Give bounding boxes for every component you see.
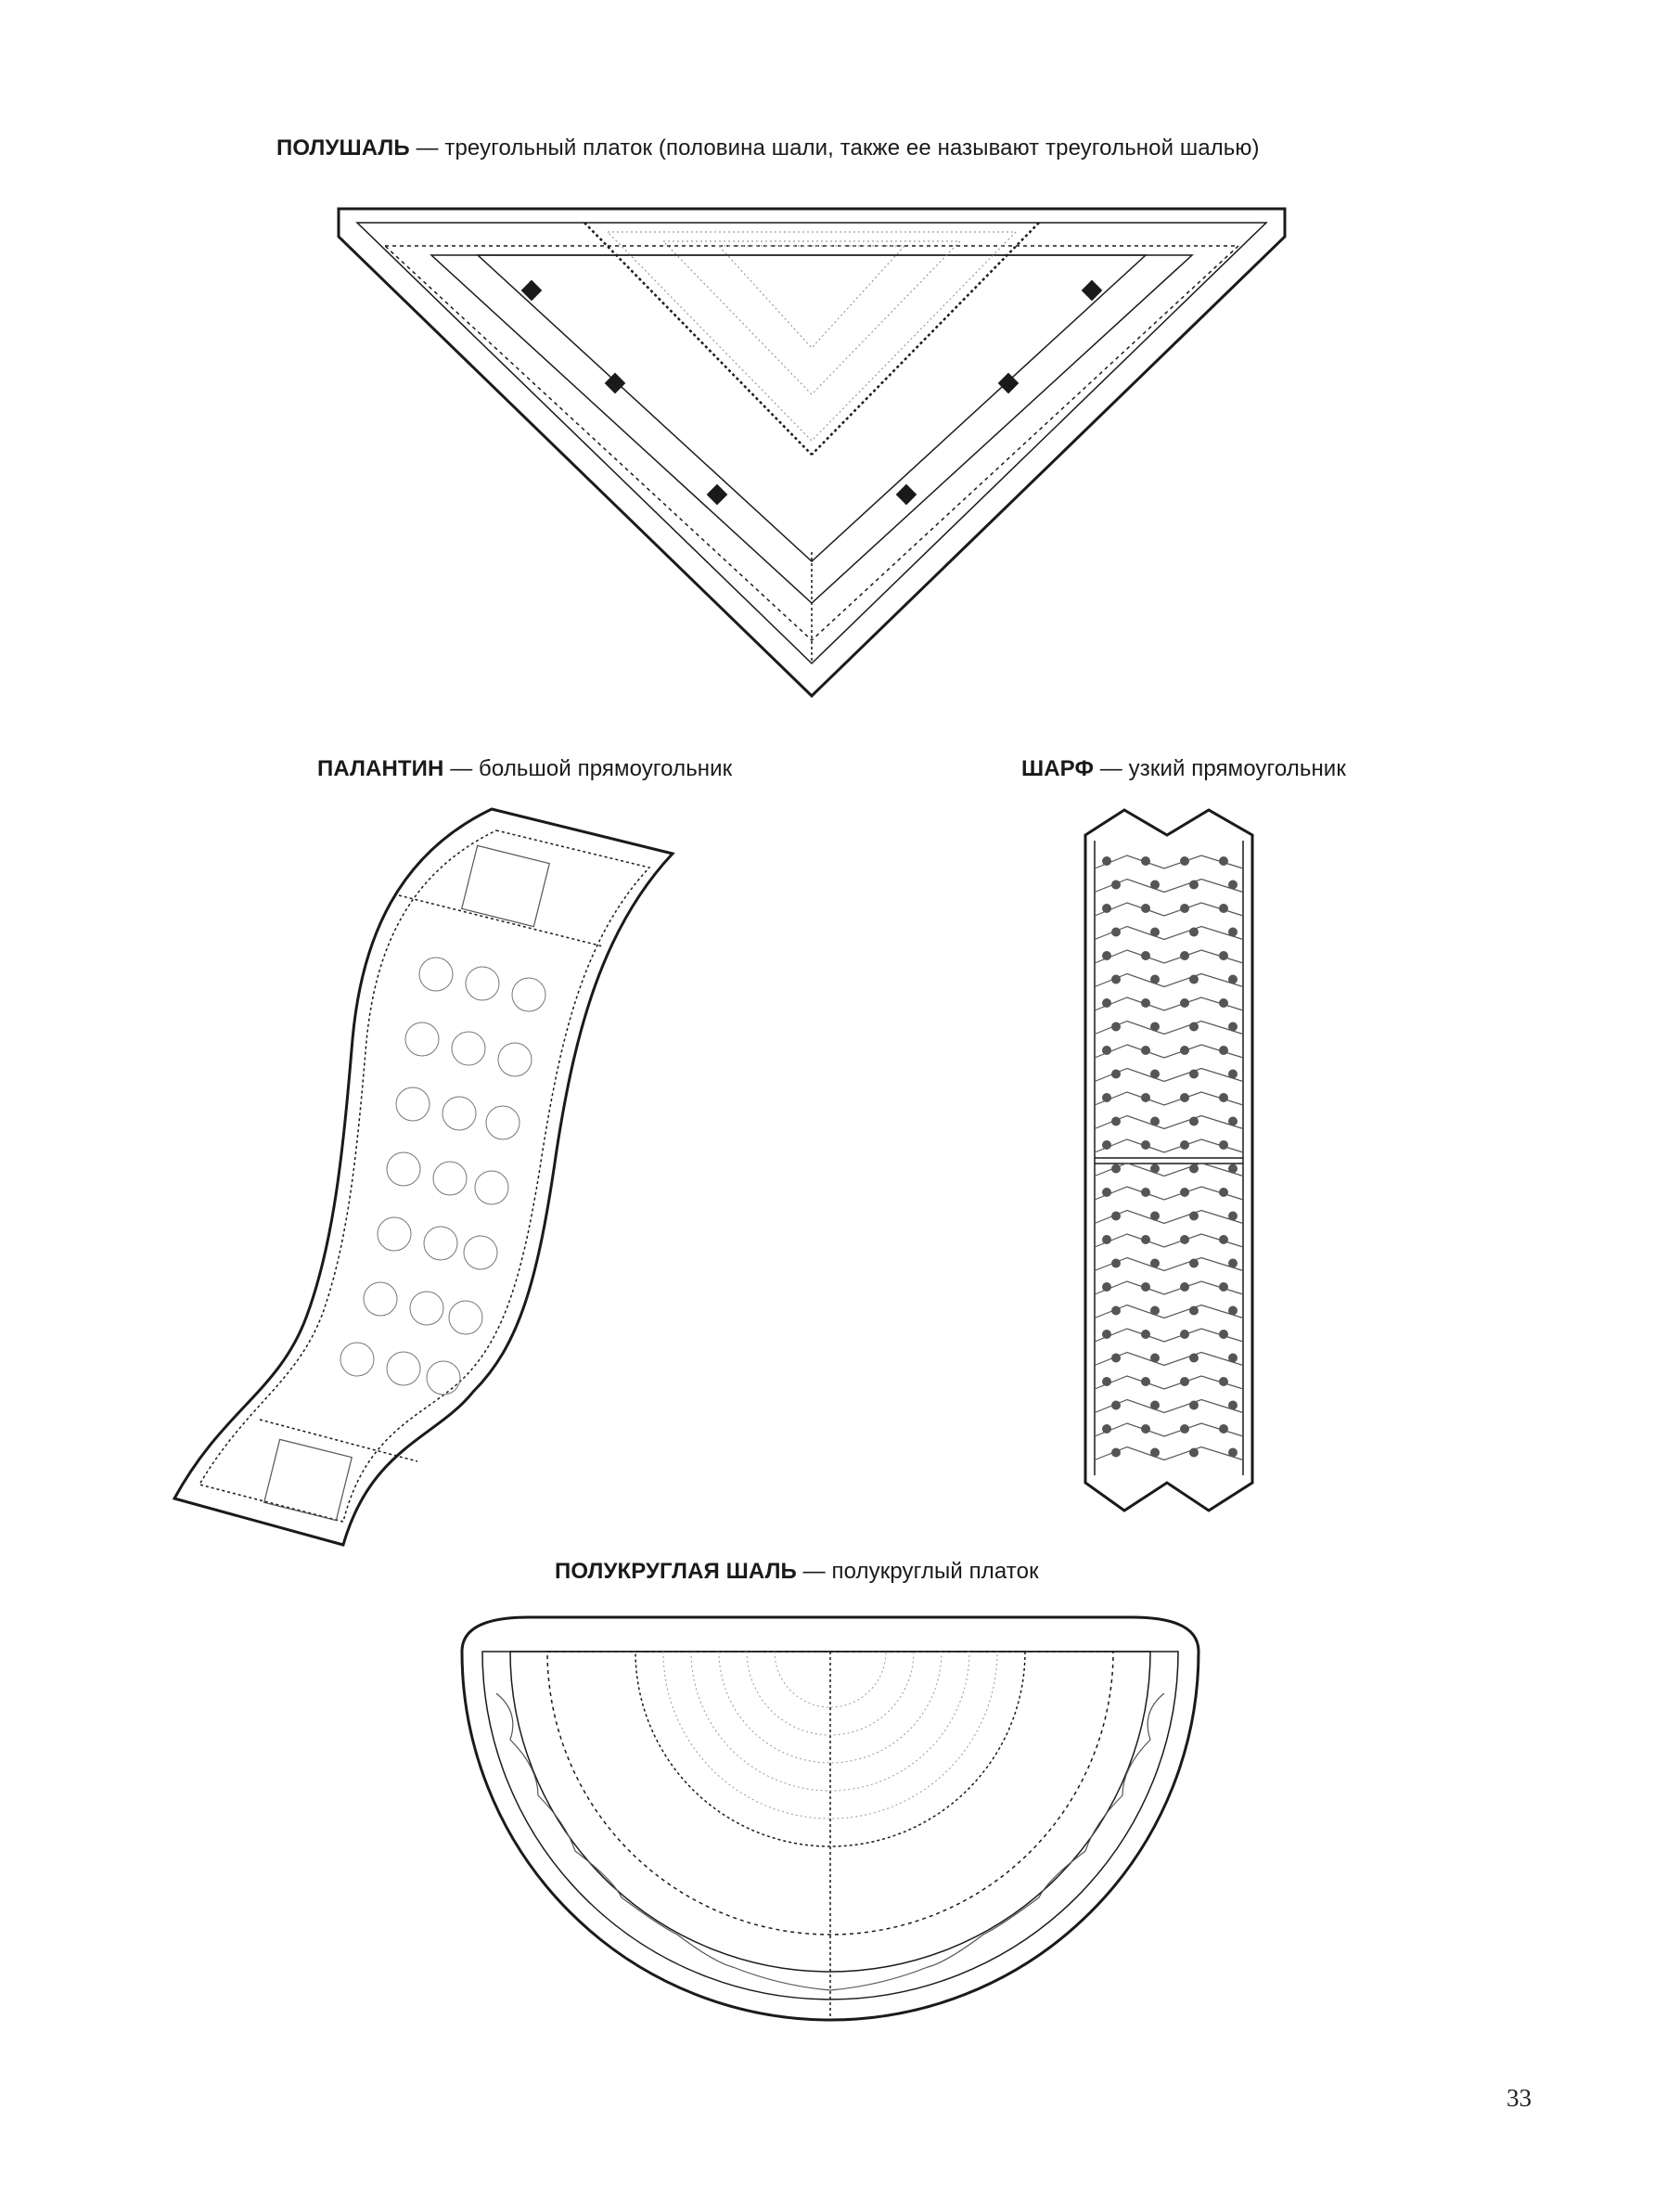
scarf-pattern-dot bbox=[1150, 1258, 1160, 1268]
scarf-pattern-dot bbox=[1228, 1164, 1238, 1174]
scarf-pattern-dot bbox=[1102, 1188, 1111, 1197]
scarf-pattern-dot bbox=[1228, 880, 1238, 890]
scarf-pattern-dot bbox=[1102, 1046, 1111, 1055]
scarf-pattern-dot bbox=[1228, 1116, 1238, 1126]
half-shawl-scalloped-edge bbox=[337, 207, 1287, 699]
scarf-pattern-zigzag bbox=[1094, 1328, 1244, 1343]
scarf-pattern-dot bbox=[1102, 1330, 1111, 1339]
scarf-pattern-dot bbox=[1102, 1282, 1111, 1292]
scarf-pattern-dot bbox=[1228, 1353, 1238, 1363]
scarf-pattern-zigzag bbox=[1094, 1114, 1244, 1130]
scarf-pattern-zigzag bbox=[1094, 972, 1244, 988]
scarf-pattern-zigzag bbox=[1094, 1162, 1244, 1177]
scarf-pattern-dot bbox=[1150, 927, 1160, 937]
stole-description: — большой прямоугольник bbox=[443, 756, 733, 781]
semicircle-term: ПОЛУКРУГЛАЯ ШАЛЬ bbox=[555, 1559, 797, 1584]
scarf-pattern-dot bbox=[1150, 1211, 1160, 1221]
scarf-pattern-dot bbox=[1102, 1377, 1111, 1386]
scarf-pattern-dot bbox=[1150, 880, 1160, 890]
scarf-pattern-dot bbox=[1228, 1258, 1238, 1268]
scarf-pattern-zigzag bbox=[1094, 1446, 1244, 1461]
scarf-term: ШАРФ bbox=[1021, 756, 1095, 781]
scarf-pattern-dot bbox=[1150, 974, 1160, 984]
scarf-pattern-dot bbox=[1228, 974, 1238, 984]
scarf-pattern-zigzag bbox=[1094, 1398, 1244, 1414]
scarf-pattern-dot bbox=[1228, 1022, 1238, 1032]
half-shawl-illustration bbox=[337, 207, 1287, 699]
scarf-pattern-dot bbox=[1228, 1305, 1238, 1316]
scarf-pattern-dot bbox=[1102, 1140, 1111, 1150]
scarf-pattern-dot bbox=[1102, 1093, 1111, 1102]
scarf-pattern-dot bbox=[1228, 1069, 1238, 1079]
scarf-pattern-zigzag bbox=[1094, 1280, 1244, 1295]
scarf-illustration bbox=[1084, 808, 1254, 1512]
scarf-pattern-dot bbox=[1150, 1447, 1160, 1458]
semicircle-description: — полукруглый платок bbox=[796, 1559, 1039, 1584]
scarf-pattern-dot bbox=[1228, 1400, 1238, 1410]
scarf-pattern-zigzag bbox=[1094, 1375, 1244, 1390]
stole-illustration bbox=[172, 807, 675, 1547]
scarf-pattern-zigzag bbox=[1094, 1186, 1244, 1201]
scarf-pattern-dot bbox=[1102, 998, 1111, 1008]
scarf-pattern-dot bbox=[1150, 1353, 1160, 1363]
scarf-description: — узкий прямоугольник bbox=[1094, 756, 1346, 781]
scarf-pattern-zigzag bbox=[1094, 855, 1244, 869]
scarf-pattern-zigzag bbox=[1094, 878, 1244, 894]
scarf-pattern-zigzag bbox=[1094, 1067, 1244, 1083]
scarf-pattern-zigzag bbox=[1094, 1422, 1244, 1437]
scarf-pattern-zigzag bbox=[1094, 1020, 1244, 1035]
scarf-pattern-zigzag bbox=[1094, 1351, 1244, 1367]
scarf-pattern-dot bbox=[1102, 856, 1111, 866]
stole-outline bbox=[172, 807, 675, 1547]
scarf-pattern-zigzag bbox=[1094, 1044, 1244, 1059]
scarf-pattern-dot bbox=[1102, 951, 1111, 960]
scarf-pattern-zigzag bbox=[1094, 1209, 1244, 1225]
scarf-pattern-dot bbox=[1150, 1164, 1160, 1174]
scarf-pattern-dot bbox=[1150, 1116, 1160, 1126]
scarf-pattern-dot bbox=[1150, 1400, 1160, 1410]
scarf-pattern-dot bbox=[1228, 1211, 1238, 1221]
scarf-pattern-dot bbox=[1150, 1022, 1160, 1032]
scarf-pattern-zigzag bbox=[1094, 902, 1244, 917]
scarf-pattern-dot bbox=[1228, 1447, 1238, 1458]
half-shawl-term: ПОЛУШАЛЬ bbox=[276, 135, 410, 161]
scarf-pattern-zigzag bbox=[1094, 1256, 1244, 1272]
scarf-pattern-zigzag bbox=[1094, 1304, 1244, 1319]
scarf-pattern-zigzag bbox=[1094, 949, 1244, 964]
scarf-pattern-zigzag bbox=[1094, 1138, 1244, 1153]
scarf-pattern-dot bbox=[1102, 904, 1111, 913]
half-shawl-caption: ПОЛУШАЛЬ — треугольный платок (половина … bbox=[276, 135, 1260, 161]
scarf-pattern-dot bbox=[1228, 927, 1238, 937]
semicircle-caption: ПОЛУКРУГЛАЯ ШАЛЬ — полукруглый платок bbox=[555, 1559, 1039, 1585]
scarf-pattern-zigzag bbox=[1094, 997, 1244, 1011]
scarf-pattern-zigzag bbox=[1094, 925, 1244, 941]
scarf-pattern-zigzag bbox=[1094, 1233, 1244, 1248]
stole-caption: ПАЛАНТИН — большой прямоугольник bbox=[317, 756, 732, 782]
stole-term: ПАЛАНТИН bbox=[317, 756, 444, 781]
scarf-pattern-dot bbox=[1102, 1424, 1111, 1434]
scarf-caption: ШАРФ — узкий прямоугольник bbox=[1021, 756, 1346, 782]
semicircle-outline bbox=[460, 1615, 1200, 2022]
scarf-pattern-zigzag bbox=[1094, 1091, 1244, 1106]
scarf-pattern-dot bbox=[1102, 1235, 1111, 1244]
scarf-outline bbox=[1084, 808, 1254, 1512]
scarf-pattern-dot bbox=[1150, 1305, 1160, 1316]
scarf-pattern-dot bbox=[1150, 1069, 1160, 1079]
half-shawl-description: — треугольный платок (половина шали, так… bbox=[409, 135, 1260, 161]
page-number: 33 bbox=[1507, 2084, 1532, 2112]
semicircle-shawl-illustration bbox=[460, 1615, 1200, 2022]
